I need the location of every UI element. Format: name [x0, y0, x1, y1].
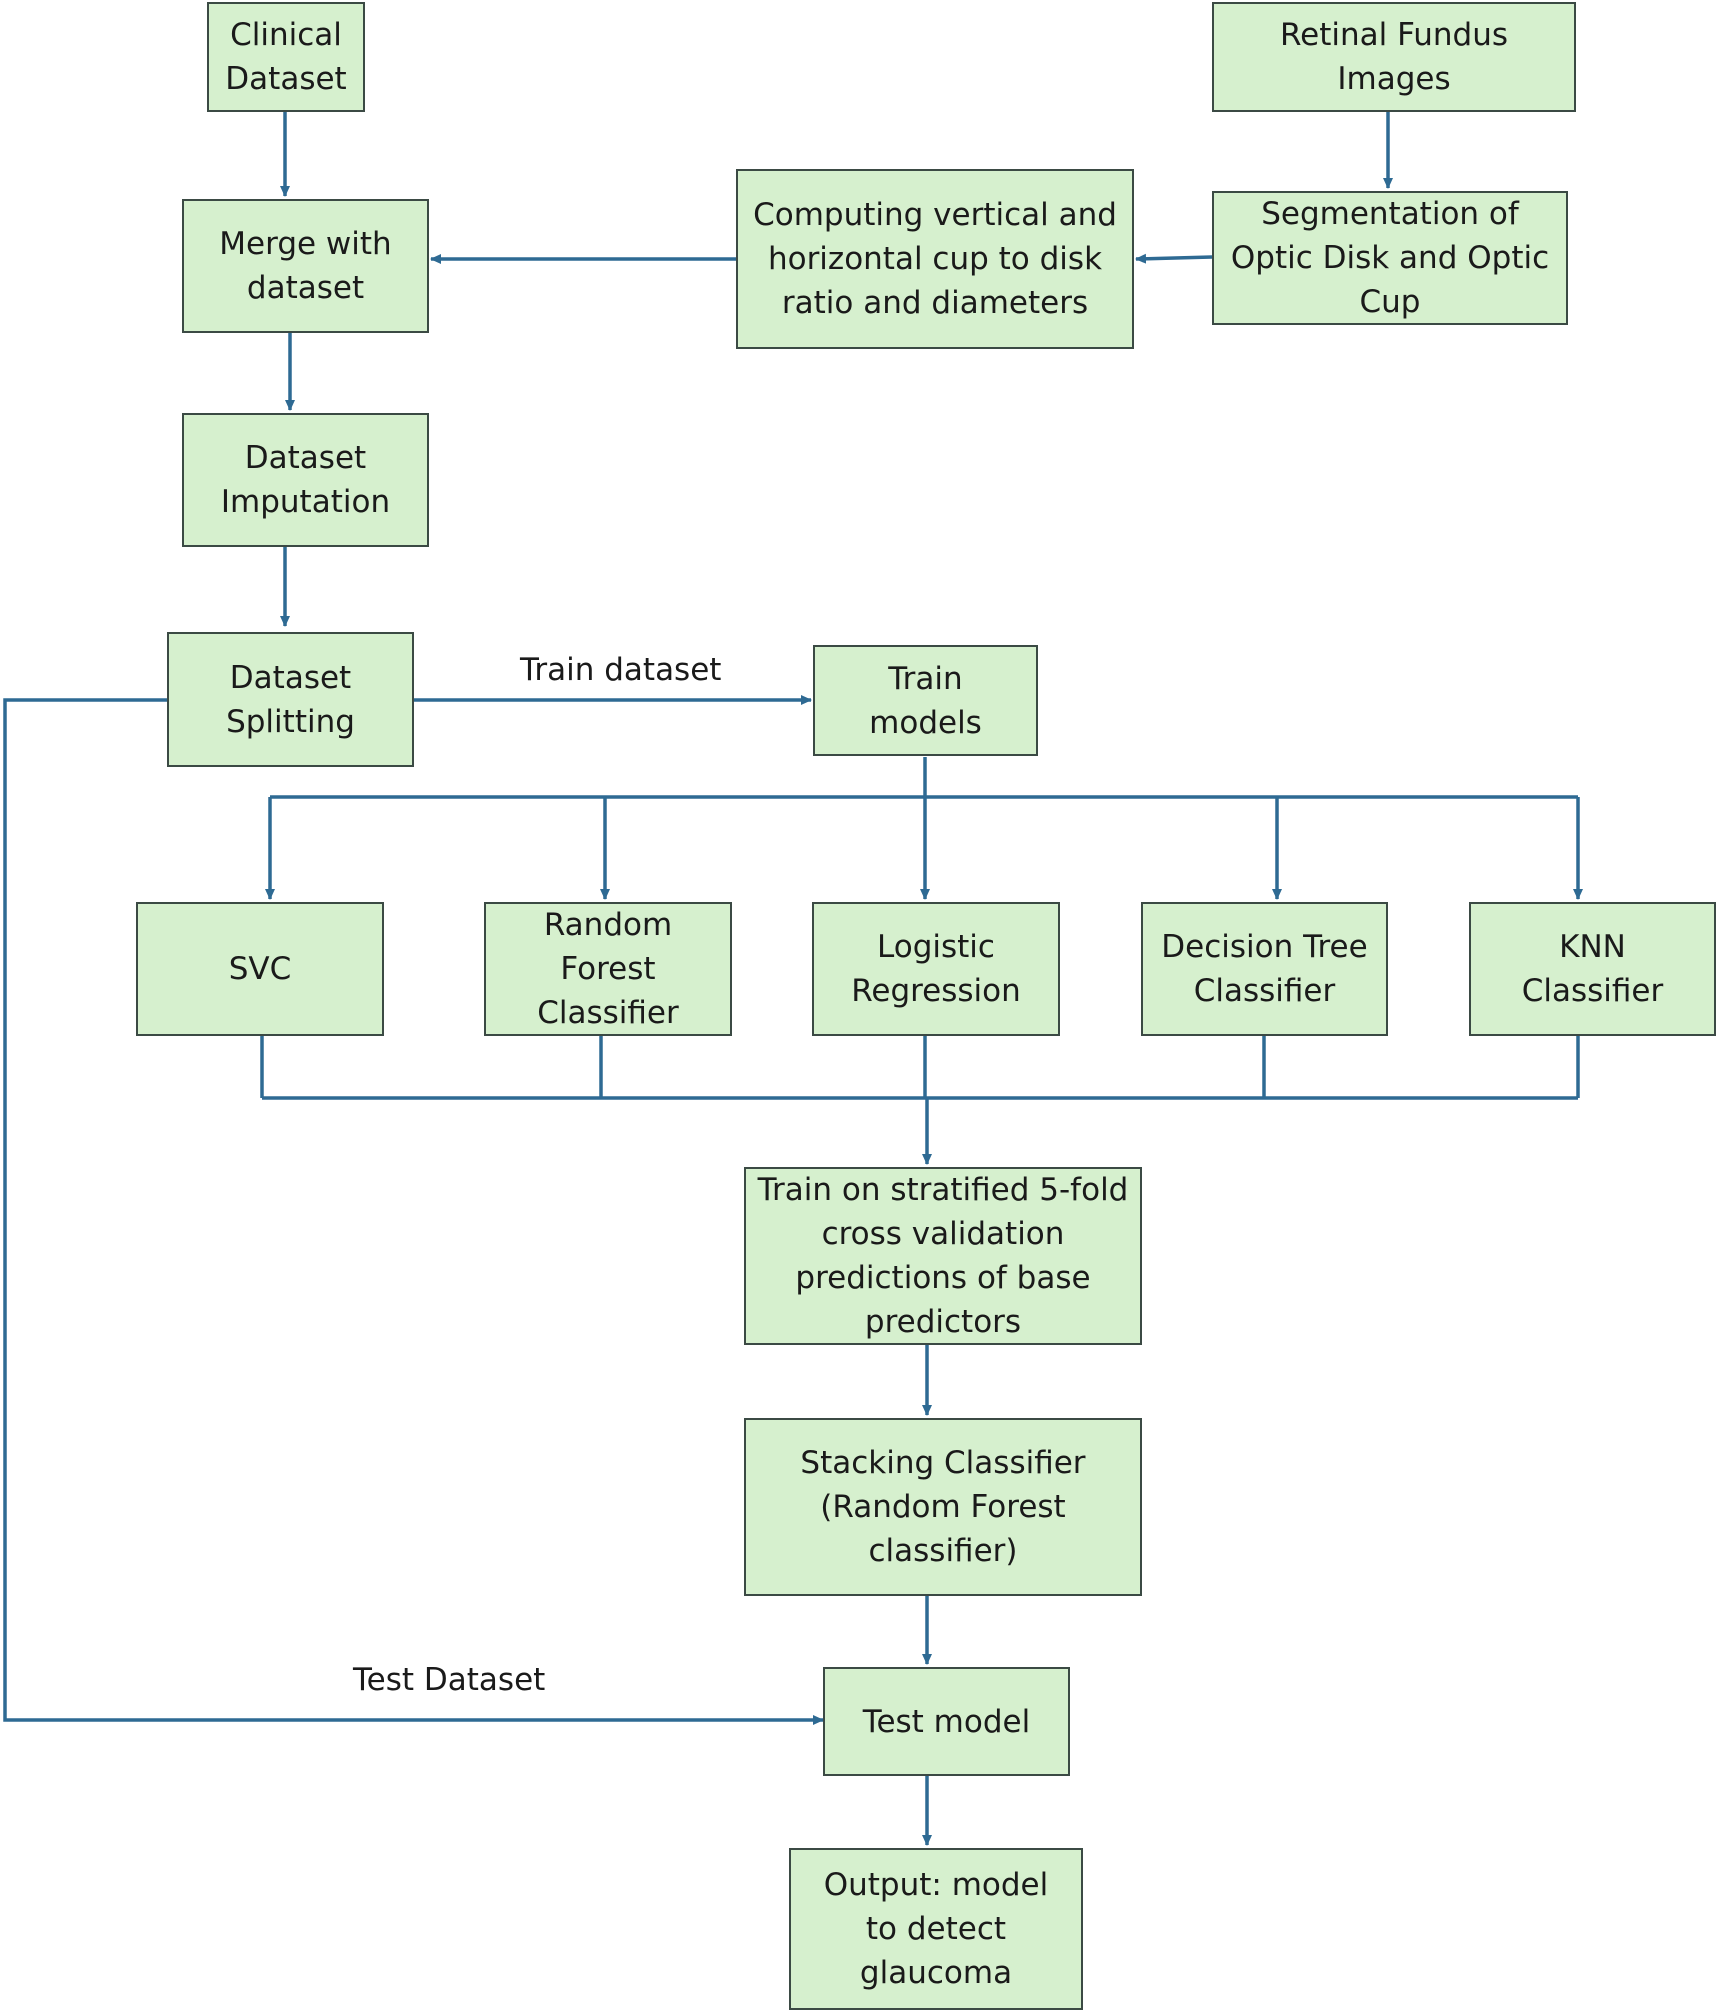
output-label: Output: model to detect glaucoma	[823, 1867, 1049, 1991]
edge-segmentation-to-computing	[1135, 253, 1213, 264]
dataset-imputation-box: Dataset Imputation	[182, 413, 429, 547]
logistic-regression-box: Logistic Regression	[812, 902, 1060, 1036]
logistic-regression-label: Logistic Regression	[851, 929, 1021, 1009]
test-dataset-label: Test Dataset	[353, 1662, 546, 1698]
stratified-cv-label: Train on stratified 5-fold cross validat…	[757, 1172, 1129, 1340]
clinical-dataset-box: Clinical Dataset	[207, 2, 365, 112]
decision-tree-label: Decision Tree Classifier	[1161, 929, 1368, 1009]
svc-box: SVC	[136, 902, 384, 1036]
merge-with-dataset-box: Merge with dataset	[182, 199, 429, 333]
retinal-fundus-images-label: Retinal Fundus Images	[1279, 17, 1508, 97]
segmentation-label: Segmentation of Optic Disk and Optic Cup	[1230, 196, 1550, 320]
stacking-classifier-box: Stacking Classifier (Random Forest class…	[744, 1418, 1142, 1596]
dataset-splitting-label: Dataset Splitting	[226, 659, 355, 740]
computing-cup-disk-ratio-box: Computing vertical and horizontal cup to…	[736, 169, 1134, 349]
random-forest-box: Random Forest Classifier	[484, 902, 732, 1036]
stacking-classifier-label: Stacking Classifier (Random Forest class…	[800, 1445, 1086, 1569]
stratified-cv-box: Train on stratified 5-fold cross validat…	[744, 1167, 1142, 1345]
train-models-box: Train models	[813, 645, 1038, 756]
random-forest-label: Random Forest Classifier	[537, 907, 679, 1031]
decision-tree-box: Decision Tree Classifier	[1141, 902, 1388, 1036]
edge-splitting-to-test	[3, 698, 824, 1725]
train-dataset-label: Train dataset	[520, 652, 722, 688]
knn-box: KNN Classifier	[1469, 902, 1716, 1036]
retinal-fundus-images-box: Retinal Fundus Images	[1212, 2, 1576, 112]
clinical-dataset-label: Clinical Dataset	[225, 17, 347, 97]
dataset-splitting-box: Dataset Splitting	[167, 632, 414, 767]
dataset-imputation-label: Dataset Imputation	[220, 440, 391, 520]
output-box: Output: model to detect glaucoma	[789, 1848, 1083, 2010]
test-model-label: Test model	[862, 1703, 1031, 1740]
knn-label: KNN Classifier	[1521, 929, 1664, 1009]
merge-with-dataset-label: Merge with dataset	[219, 226, 392, 306]
svc-label: SVC	[228, 951, 292, 987]
computing-cup-disk-ratio-label: Computing vertical and horizontal cup to…	[753, 197, 1117, 321]
segmentation-box: Segmentation of Optic Disk and Optic Cup	[1212, 191, 1568, 325]
test-model-box: Test model	[823, 1667, 1070, 1776]
train-models-label: Train models	[869, 660, 982, 741]
